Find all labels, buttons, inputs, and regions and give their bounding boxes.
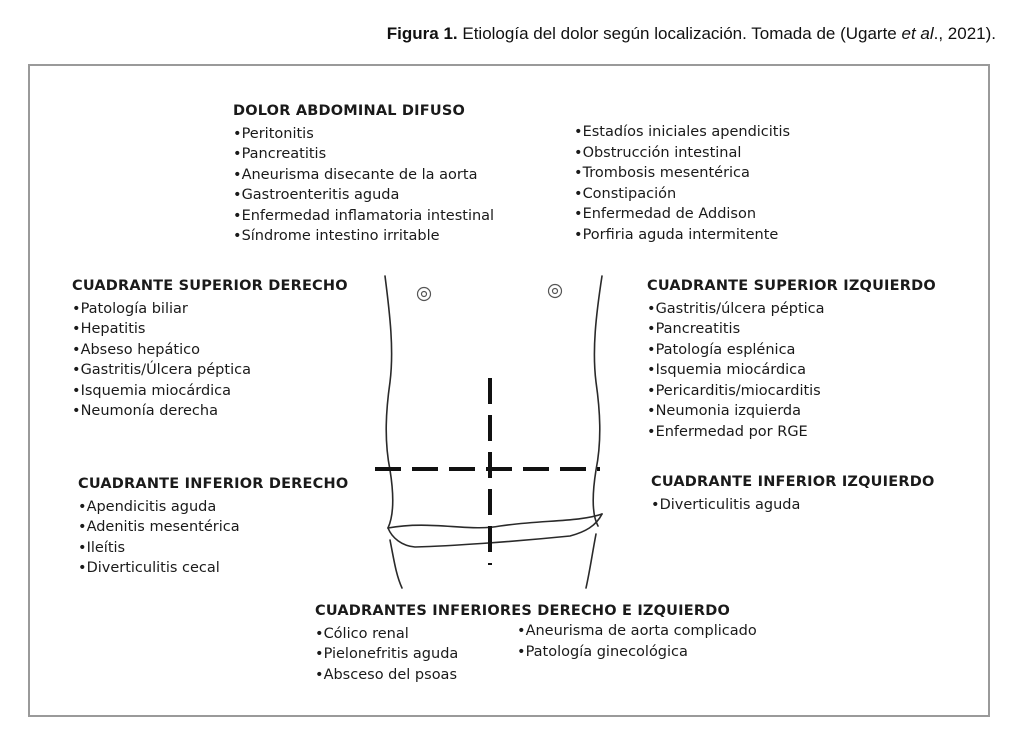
upper-left-quadrant-title: CUADRANTE SUPERIOR IZQUIERDO [647,278,936,294]
diffuse-pain-group-right: Estadíos iniciales apendicitisObstrucció… [574,122,791,246]
list-item: Aneurisma disecante de la aorta [233,165,494,186]
diffuse-pain-list-right: Estadíos iniciales apendicitisObstrucció… [574,122,791,246]
list-item: Hepatitis [72,319,348,340]
lower-left-quadrant-group: CUADRANTE INFERIOR IZQUIERDO Diverticuli… [651,472,934,515]
list-item: Enfermedad de Addison [574,204,790,225]
list-item: Neumonía derecha [72,401,348,422]
list-item: Gastroenteritis aguda [233,185,494,206]
diffuse-pain-group: DOLOR ABDOMINAL DIFUSO PeritonitisPancre… [233,101,494,247]
waistband-bottom [387,513,603,548]
list-item: Patología biliar [72,299,348,320]
list-item: Pancreatitis [647,319,936,340]
list-item: Neumonia izquierda [647,401,936,422]
nipple-icons [416,283,563,302]
caption-text-end: ., 2021). [933,24,996,43]
caption-label: Figura 1. [386,24,458,43]
list-item: Ileítis [78,538,348,559]
list-item: Aneurisma de aorta complicado [517,621,757,642]
torso-right-outline [592,275,603,527]
right-leg-outline [585,533,597,589]
nipple-right-icon [416,286,432,302]
list-item: Diverticulitis cecal [78,558,348,579]
list-item: Peritonitis [233,124,494,145]
nipple-left-icon-inner [551,287,559,295]
list-item: Cólico renal [315,624,730,645]
list-item: Patología ginecológica [517,642,757,663]
list-item: Enfermedad inflamatoria intestinal [233,206,495,227]
list-item: Constipación [574,184,790,205]
list-item: Apendicitis aguda [78,497,348,518]
lower-left-quadrant-title: CUADRANTE INFERIOR IZQUIERDO [651,474,935,490]
lower-both-quadrants-list-right: Aneurisma de aorta complicadoPatología g… [517,621,757,662]
list-item: Adenitis mesentérica [78,517,348,538]
nipple-left-icon [547,283,563,299]
diffuse-pain-title: DOLOR ABDOMINAL DIFUSO [233,103,466,119]
list-item: Gastritis/Úlcera péptica [72,360,348,381]
upper-right-quadrant-list: Patología biliarHepatitisAbseso hepático… [72,299,348,422]
list-item: Absceso del psoas [315,665,730,686]
list-item: Síndrome intestino irritable [233,226,494,247]
list-item: Isquemia miocárdica [647,360,936,381]
list-item: Pericarditis/miocarditis [647,381,936,402]
list-item: Estadíos iniciales apendicitis [574,122,791,143]
lower-both-quadrants-group: CUADRANTES INFERIORES DERECHO E IZQUIERD… [315,601,730,685]
torso-left-outline [384,275,394,529]
upper-left-quadrant-group: CUADRANTE SUPERIOR IZQUIERDO Gastritis/ú… [647,276,936,442]
list-item: Pielonefritis aguda [315,644,730,665]
list-item: Porfiria aguda intermitente [574,225,790,246]
list-item: Abseso hepático [72,340,348,361]
list-item: Trombosis mesentérica [574,163,790,184]
list-item: Pancreatitis [233,144,494,165]
lower-right-quadrant-group: CUADRANTE INFERIOR DERECHO Apendicitis a… [78,474,348,579]
lower-both-quadrants-title: CUADRANTES INFERIORES DERECHO E IZQUIERD… [315,603,730,619]
diffuse-pain-list-left: PeritonitisPancreatitisAneurisma disecan… [233,124,495,247]
lower-left-quadrant-list: Diverticulitis aguda [651,495,934,516]
caption-emphasis: et al [901,24,934,43]
lower-right-quadrant-title: CUADRANTE INFERIOR DERECHO [78,476,349,492]
upper-left-quadrant-list: Gastritis/úlcera pépticaPancreatitisPato… [647,299,936,443]
left-leg-outline [389,539,403,589]
list-item: Patología esplénica [647,340,936,361]
lower-both-quadrants-list-left: Cólico renalPielonefritis agudaAbsceso d… [315,624,730,686]
list-item: Diverticulitis aguda [651,495,934,516]
lower-right-quadrant-list: Apendicitis agudaAdenitis mesentéricaIle… [78,497,348,579]
figure-frame [28,64,990,717]
torso-illustration [375,275,603,589]
nipple-right-icon-inner [420,290,428,298]
figure-caption: Figura 1. Etiología del dolor según loca… [387,24,996,44]
list-item: Gastritis/úlcera péptica [647,299,936,320]
list-item: Obstrucción intestinal [574,143,790,164]
list-item: Enfermedad por RGE [647,422,936,443]
caption-text: Etiología del dolor según localización. … [457,24,902,43]
upper-right-quadrant-group: CUADRANTE SUPERIOR DERECHO Patología bil… [72,276,348,422]
list-item: Isquemia miocárdica [72,381,348,402]
upper-right-quadrant-title: CUADRANTE SUPERIOR DERECHO [72,278,348,294]
waistband-top [387,513,603,529]
lower-both-quadrants-group-right: Aneurisma de aorta complicadoPatología g… [517,621,757,662]
